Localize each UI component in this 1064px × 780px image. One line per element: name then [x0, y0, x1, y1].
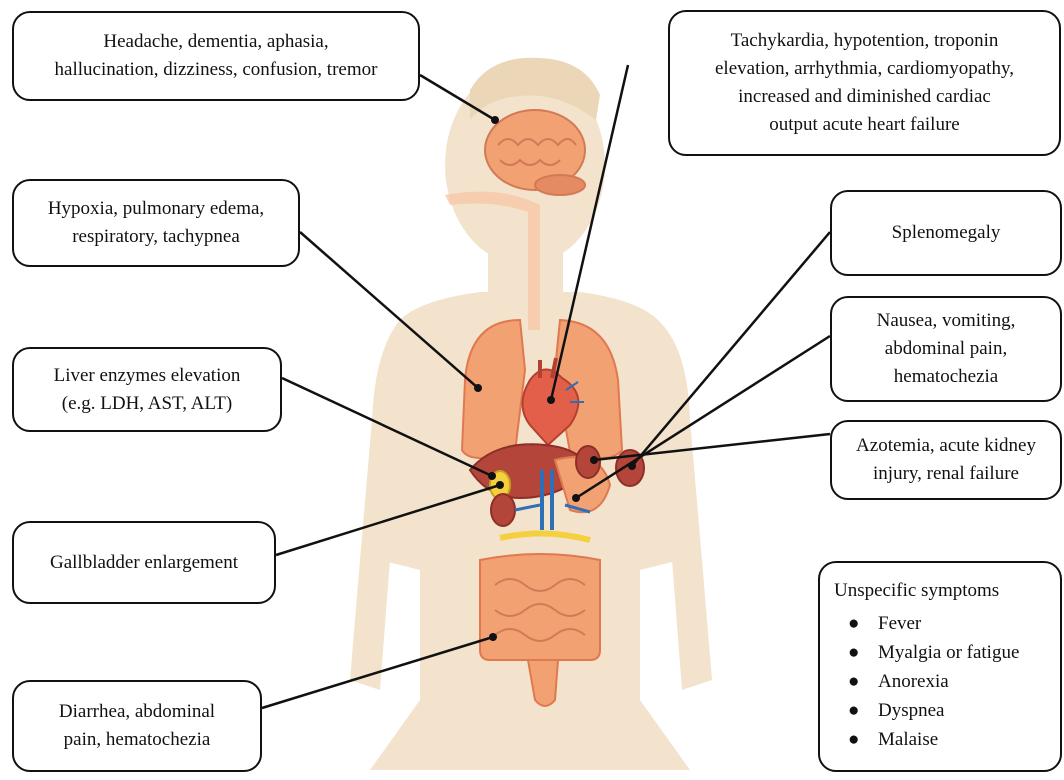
renal-symptoms-text: Azotemia, acute kidney injury, renal fai…	[856, 432, 1036, 488]
list-item-label: Myalgia or fatigue	[878, 642, 1019, 663]
neuro-symptoms-text: Headache, dementia, aphasia, hallucinati…	[55, 28, 378, 84]
list-item: ● Malaise	[834, 725, 1046, 754]
cardiac-symptoms-box: Tachykardia, hypotention, troponin eleva…	[668, 10, 1061, 156]
list-item: ● Fever	[834, 609, 1046, 638]
respiratory-symptoms-box: Hypoxia, pulmonary edema, respiratory, t…	[12, 179, 300, 267]
liver-symptoms-box: Liver enzymes elevation (e.g. LDH, AST, …	[12, 347, 282, 432]
liver-symptoms-text: Liver enzymes elevation (e.g. LDH, AST, …	[54, 362, 241, 418]
unspecific-symptoms-box: Unspecific symptoms ● Fever ● Myalgia or f…	[818, 561, 1062, 772]
cardiac-symptoms-text: Tachykardia, hypotention, troponin eleva…	[715, 27, 1014, 139]
list-item-label: Anorexia	[878, 671, 949, 692]
list-item: ● Anorexia	[834, 667, 1046, 696]
neuro-symptoms-box: Headache, dementia, aphasia, hallucinati…	[12, 11, 420, 101]
list-item-label: Malaise	[878, 729, 938, 750]
gallbladder-symptoms-box: Gallbladder enlargement	[12, 521, 276, 604]
renal-symptoms-box: Azotemia, acute kidney injury, renal fai…	[830, 420, 1062, 500]
bullet-icon: ●	[848, 638, 859, 667]
spleen-symptoms-box: Splenomegaly	[830, 190, 1062, 276]
unspecific-symptoms-heading: Unspecific symptoms	[834, 577, 1046, 605]
list-item: ● Myalgia or fatigue	[834, 638, 1046, 667]
intestinal-symptoms-box: Diarrhea, abdominal pain, hematochezia	[12, 680, 262, 772]
bullet-icon: ●	[848, 609, 859, 638]
unspecific-symptoms-list: ● Fever ● Myalgia or fatigue ● Anorexia ● Dy…	[834, 609, 1046, 754]
gastric-symptoms-box: Nausea, vomiting, abdominal pain, hemato…	[830, 296, 1062, 402]
list-item-label: Fever	[878, 613, 921, 634]
gastric-symptoms-text: Nausea, vomiting, abdominal pain, hemato…	[877, 307, 1016, 391]
spleen-symptoms-text: Splenomegaly	[892, 219, 1001, 247]
list-item-label: Dyspnea	[878, 700, 944, 721]
bullet-icon: ●	[848, 725, 859, 754]
bullet-icon: ●	[848, 696, 859, 725]
bullet-icon: ●	[848, 667, 859, 696]
intestinal-symptoms-text: Diarrhea, abdominal pain, hematochezia	[59, 698, 215, 754]
gallbladder-symptoms-text: Gallbladder enlargement	[50, 549, 238, 577]
list-item: ● Dyspnea	[834, 696, 1046, 725]
respiratory-symptoms-text: Hypoxia, pulmonary edema, respiratory, t…	[48, 195, 264, 251]
